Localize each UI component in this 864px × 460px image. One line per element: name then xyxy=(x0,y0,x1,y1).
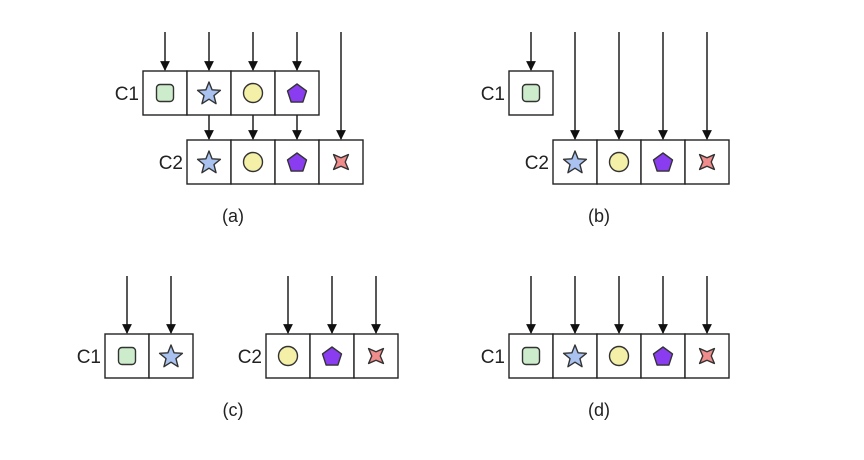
cross-icon xyxy=(698,347,716,365)
square-icon xyxy=(521,346,541,366)
container-1-c2 xyxy=(552,139,730,185)
container-0-c1 xyxy=(142,70,320,116)
circle-icon xyxy=(242,82,264,104)
pentagon-icon xyxy=(652,152,674,172)
circle-icon xyxy=(608,151,630,173)
square-icon xyxy=(521,83,541,103)
star-icon xyxy=(196,81,222,105)
container-1-c1 xyxy=(508,70,554,116)
cross-icon xyxy=(332,153,350,171)
container-3-c1 xyxy=(508,333,730,379)
pentagon-icon xyxy=(286,152,308,172)
circle-icon xyxy=(277,345,299,367)
container-label: C1 xyxy=(481,84,505,105)
container-2-c2 xyxy=(265,333,399,379)
container-label: C1 xyxy=(77,347,101,368)
pentagon-icon xyxy=(286,83,308,103)
caption-b: (b) xyxy=(588,206,610,226)
cross-icon xyxy=(698,153,716,171)
star-icon xyxy=(158,344,184,368)
caption-c: (c) xyxy=(223,400,244,420)
circle-icon xyxy=(608,345,630,367)
square-icon xyxy=(117,346,137,366)
container-0-c2 xyxy=(186,139,364,185)
square-icon xyxy=(155,83,175,103)
container-label: C2 xyxy=(238,347,262,368)
star-icon xyxy=(562,150,588,174)
caption-a: (a) xyxy=(222,206,244,226)
container-label: C2 xyxy=(159,153,183,174)
container-2-c1 xyxy=(104,333,194,379)
pentagon-icon xyxy=(652,346,674,366)
pentagon-icon xyxy=(321,346,343,366)
star-icon xyxy=(562,344,588,368)
container-cell xyxy=(552,139,598,185)
container-label: C1 xyxy=(115,84,139,105)
cross-icon xyxy=(367,347,385,365)
container-label: C1 xyxy=(481,347,505,368)
star-icon xyxy=(196,150,222,174)
circle-icon xyxy=(242,151,264,173)
caption-d: (d) xyxy=(588,400,610,420)
container-label: C2 xyxy=(525,153,549,174)
